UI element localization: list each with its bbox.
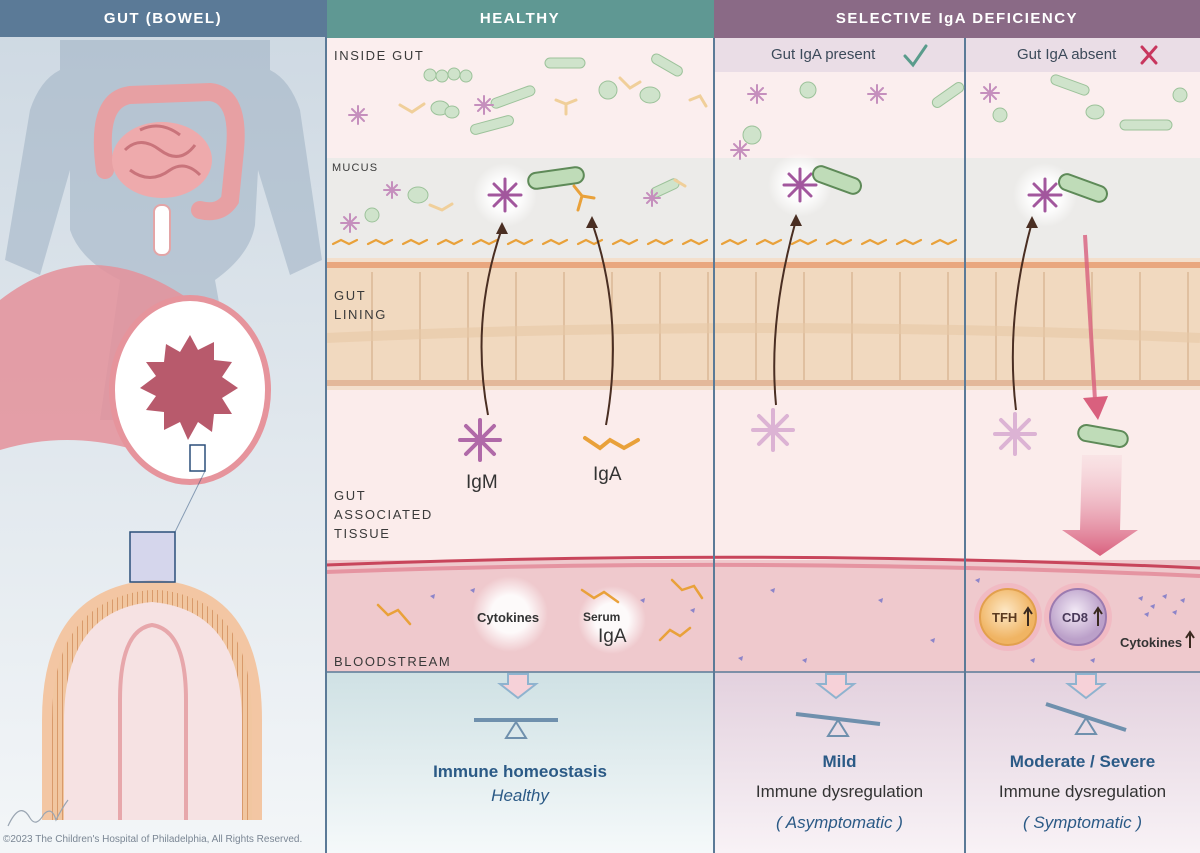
healthy-outcome-subtitle: Healthy [491, 786, 549, 805]
iga-absent-label: Gut IgA absent [1017, 46, 1117, 63]
mild-outcome-body: Immune dysregulation [755, 782, 924, 801]
zone-bloodstream: BLOODSTREAM [334, 654, 452, 669]
zone-gut-lining-1: GUT [334, 288, 367, 303]
severe-outcome-title: Moderate / Severe [1009, 752, 1156, 771]
cytokines-label: Cytokines [477, 610, 540, 625]
serum-label: Serum [583, 610, 621, 624]
tfh-label: TFH [992, 610, 1018, 625]
zone-tissue-2: ASSOCIATED [334, 507, 433, 522]
igm-label: IgM [466, 472, 498, 493]
mild-outcome-title: Mild [822, 752, 857, 771]
zone-tissue-3: TISSUE [334, 526, 391, 541]
gut-header: GUT (BOWEL) [103, 10, 223, 27]
serum-iga-label: IgA [598, 626, 627, 647]
healthy-header: HEALTHY [479, 10, 561, 27]
iga-label: IgA [593, 464, 622, 485]
iga-present-label: Gut IgA present [771, 46, 876, 63]
cd8-label: CD8 [1062, 610, 1089, 625]
zone-gut-lining-2: LINING [334, 307, 387, 322]
cytokines-up-label: Cytokines [1120, 635, 1183, 650]
copyright: ©2023 The Children's Hospital of Philade… [3, 834, 303, 845]
zone-inside-gut: INSIDE GUT [334, 48, 425, 63]
zone-tissue-1: GUT [334, 488, 367, 503]
zone-mucus: MUCUS [332, 162, 379, 174]
severe-outcome-note: ( Symptomatic ) [1022, 813, 1143, 832]
deficiency-header: SELECTIVE IgA DEFICIENCY [835, 10, 1079, 27]
mild-outcome-note: ( Asymptomatic ) [776, 813, 903, 832]
healthy-outcome-title: Immune homeostasis [433, 762, 607, 781]
severe-outcome-body: Immune dysregulation [998, 782, 1167, 801]
